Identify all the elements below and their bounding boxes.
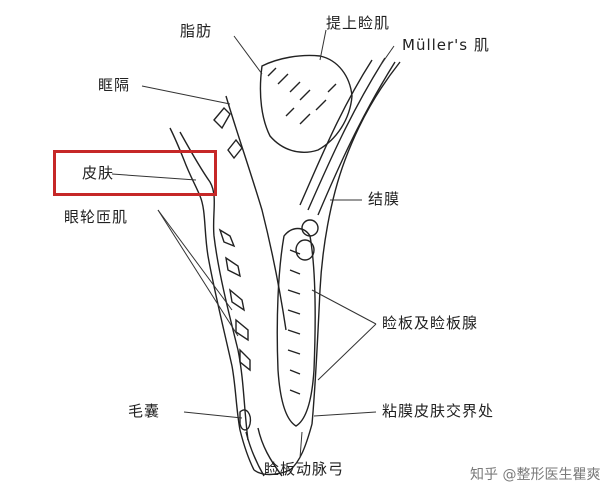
- label-follicle: 毛囊: [128, 402, 161, 420]
- conjunctiva-line: [311, 61, 401, 425]
- follicle-shape: [239, 409, 252, 431]
- label-muller: Müller's 肌: [402, 36, 490, 54]
- muller-band: [317, 61, 396, 216]
- fat-region: [259, 54, 353, 154]
- watermark-text: 知乎 @整形医生瞿爽: [470, 467, 601, 483]
- skin-contour-inner: [179, 131, 249, 441]
- skin-highlight-box: [53, 150, 217, 196]
- label-septum: 眶隔: [98, 76, 131, 94]
- levator-band-2: [307, 57, 386, 211]
- label-tarsal-arcade: 睑板动脉弓: [264, 460, 345, 478]
- skin-contour: [169, 127, 255, 471]
- label-levator: 提上睑肌: [326, 14, 391, 32]
- label-conjunctiva: 结膜: [368, 190, 401, 208]
- label-fat: 脂肪: [180, 22, 213, 40]
- label-mucocutaneous-junction: 粘膜皮肤交界处: [382, 402, 495, 420]
- levator-band-1: [299, 59, 373, 206]
- label-skin: 皮肤: [82, 164, 115, 182]
- septum-line: [225, 95, 287, 331]
- label-orbicularis: 眼轮匝肌: [64, 208, 129, 226]
- label-tarsus-glands: 睑板及睑板腺: [382, 314, 479, 332]
